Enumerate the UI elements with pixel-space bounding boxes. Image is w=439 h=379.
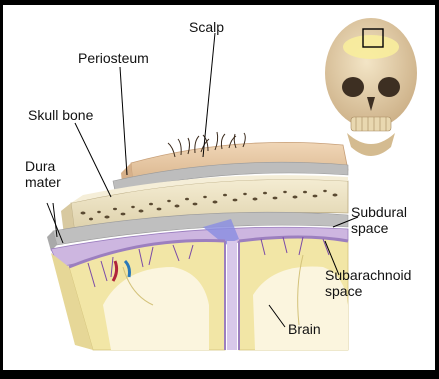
diagram-panel: Scalp Periosteum Skull bone Dura mater S… bbox=[3, 5, 435, 370]
label-periosteum: Periosteum bbox=[78, 51, 149, 66]
label-brain: Brain bbox=[288, 322, 321, 337]
label-subdural-line2: space bbox=[351, 221, 388, 236]
label-dura-mater-line1: Dura bbox=[25, 159, 55, 174]
label-dura-mater-line2: mater bbox=[25, 175, 61, 190]
label-skull-bone: Skull bone bbox=[28, 108, 93, 123]
label-subdural-line1: Subdural bbox=[351, 205, 407, 220]
label-subarachnoid-line1: Subarachnoid bbox=[325, 268, 411, 283]
skull-icon bbox=[325, 18, 417, 156]
meninges-illustration bbox=[3, 5, 435, 370]
label-scalp: Scalp bbox=[189, 20, 224, 35]
label-subarachnoid-line2: space bbox=[325, 284, 362, 299]
